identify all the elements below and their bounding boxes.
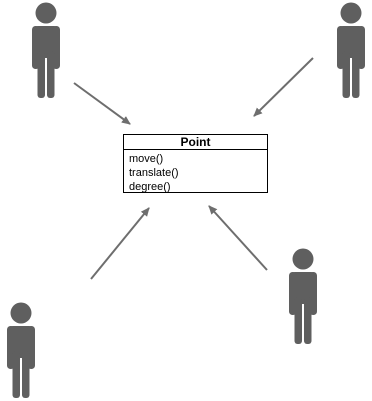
person-icon <box>289 248 317 344</box>
person-icon <box>337 2 365 98</box>
method-degree: degree() <box>129 181 171 193</box>
person-icon <box>32 2 60 98</box>
class-name: Point <box>124 135 267 150</box>
point-class-box: Point move() translate() degree() <box>123 134 268 193</box>
arrow-bottom-left <box>90 207 150 280</box>
person-icon <box>7 302 35 398</box>
method-translate: translate() <box>129 167 179 179</box>
arrow-top-left <box>73 82 131 125</box>
method-move: move() <box>129 153 164 165</box>
arrow-bottom-right <box>208 205 268 271</box>
arrow-top-right <box>253 57 314 117</box>
class-methods: move() translate() degree() <box>124 150 267 194</box>
